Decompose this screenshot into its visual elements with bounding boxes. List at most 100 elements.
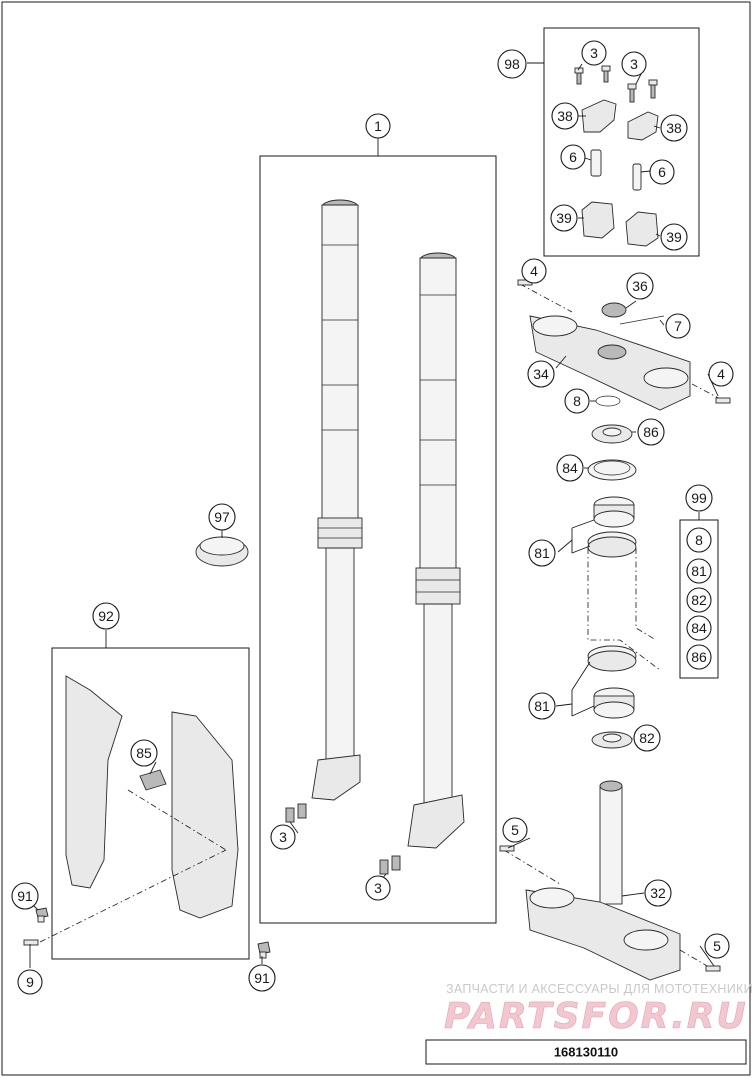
upper-triple-clamp — [529, 315, 691, 411]
callout-9: 9 — [17, 969, 43, 995]
svg-text:38: 38 — [557, 108, 573, 124]
svg-text:36: 36 — [632, 278, 648, 294]
screw-91-right — [257, 941, 271, 959]
svg-text:81: 81 — [534, 545, 550, 561]
svg-text:8: 8 — [695, 532, 703, 548]
kit-99-item: 84 — [686, 615, 712, 641]
bolt-5-upper — [499, 845, 515, 852]
bolt-6-right — [632, 163, 642, 191]
handlebar-clamp-right — [627, 111, 659, 141]
svg-text:91: 91 — [254, 970, 270, 986]
svg-text:98: 98 — [504, 56, 520, 72]
bolt-3-group-left — [574, 65, 611, 85]
callout-98: 98 — [497, 49, 527, 79]
kit-99-item: 8 — [686, 527, 712, 553]
callout-36: 36 — [626, 272, 654, 300]
steering-stem-nut — [601, 302, 627, 318]
svg-text:84: 84 — [691, 620, 707, 636]
lower-triple-clamp — [525, 780, 681, 981]
callout-34: 34 — [527, 360, 555, 388]
diagram-code: 168130110 — [554, 1045, 618, 1060]
bolt-4-lower — [715, 397, 731, 404]
callout-32: 32 — [644, 879, 672, 907]
o-ring-8 — [595, 395, 621, 407]
fork-guard-right — [171, 711, 239, 919]
svg-text:4: 4 — [717, 366, 725, 382]
kit-99-list: 8 81 82 84 86 — [686, 527, 712, 670]
svg-text:9: 9 — [26, 974, 34, 990]
callout-38-left: 38 — [551, 102, 579, 130]
callout-97: 97 — [208, 503, 236, 531]
callout-81-upper: 81 — [528, 539, 556, 567]
callout-5-upper: 5 — [502, 817, 528, 843]
callout-39-right: 39 — [660, 223, 688, 251]
svg-text:6: 6 — [658, 164, 666, 180]
screw-9 — [23, 939, 39, 946]
bearing-race-lower — [587, 645, 637, 672]
kit-99-item: 82 — [686, 587, 712, 613]
watermark-tagline: ЗАПЧАСТИ И АКСЕССУАРЫ ДЛЯ МОТОТЕХНИКИ — [446, 982, 752, 996]
svg-text:99: 99 — [691, 490, 707, 506]
callout-8: 8 — [564, 388, 590, 414]
axle-clamp-bolts-right — [379, 855, 401, 875]
svg-text:7: 7 — [674, 318, 682, 334]
callout-4-upper: 4 — [521, 258, 547, 284]
diagram-code-box — [425, 1039, 747, 1065]
handlebar-clamp-left — [581, 99, 617, 133]
fork-guard-frame — [51, 647, 250, 960]
svg-text:5: 5 — [511, 822, 519, 838]
fork-guard-left — [65, 675, 123, 889]
callout-92: 92 — [92, 602, 120, 630]
fork-leg-left — [311, 199, 363, 801]
seal-ring-84 — [587, 459, 637, 481]
bolt-3-group-right — [627, 79, 658, 103]
svg-text:86: 86 — [691, 649, 707, 665]
svg-text:5: 5 — [713, 938, 721, 954]
svg-text:38: 38 — [666, 120, 682, 136]
svg-text:4: 4 — [530, 263, 538, 279]
svg-text:85: 85 — [136, 745, 152, 761]
svg-text:97: 97 — [214, 509, 230, 525]
watermark-brand: PARTSFOR.RU — [444, 996, 748, 1037]
kit-98-frame — [543, 27, 700, 257]
svg-text:82: 82 — [691, 592, 707, 608]
fork-leg-right — [407, 252, 465, 849]
callout-3-kit-left: 3 — [581, 40, 607, 66]
head-tube-outline — [587, 548, 661, 671]
callout-1: 1 — [365, 113, 391, 139]
svg-text:84: 84 — [562, 460, 578, 476]
svg-text:39: 39 — [666, 229, 682, 245]
svg-text:81: 81 — [691, 563, 707, 579]
svg-text:6: 6 — [569, 149, 577, 165]
bolt-5-lower — [705, 965, 721, 972]
svg-text:91: 91 — [17, 888, 33, 904]
callout-6-left: 6 — [560, 144, 586, 170]
screw-91-left — [35, 907, 49, 923]
svg-text:1: 1 — [374, 118, 382, 134]
svg-text:3: 3 — [279, 829, 287, 845]
svg-text:8: 8 — [573, 393, 581, 409]
callout-91-right: 91 — [248, 964, 276, 992]
callout-91-left: 91 — [11, 882, 39, 910]
callout-84: 84 — [556, 454, 584, 482]
callout-81-lower: 81 — [528, 692, 556, 720]
svg-text:3: 3 — [630, 56, 638, 72]
callout-38-right: 38 — [660, 114, 688, 142]
kit-99-item: 81 — [686, 558, 712, 584]
callout-7: 7 — [665, 313, 691, 339]
handlebar-holder-right — [625, 211, 659, 247]
bolt-7 — [619, 315, 665, 325]
callout-82: 82 — [633, 724, 661, 752]
handlebar-holder-left — [581, 201, 615, 239]
bearing-81-upper — [593, 496, 635, 528]
dust-seal-86 — [591, 424, 633, 444]
callout-4-lower: 4 — [708, 361, 734, 387]
svg-text:39: 39 — [556, 210, 572, 226]
callout-85: 85 — [130, 739, 158, 767]
svg-text:32: 32 — [650, 885, 666, 901]
bolt-6-left — [590, 149, 602, 177]
fork-protector-ring — [195, 536, 249, 567]
svg-text:86: 86 — [643, 424, 659, 440]
